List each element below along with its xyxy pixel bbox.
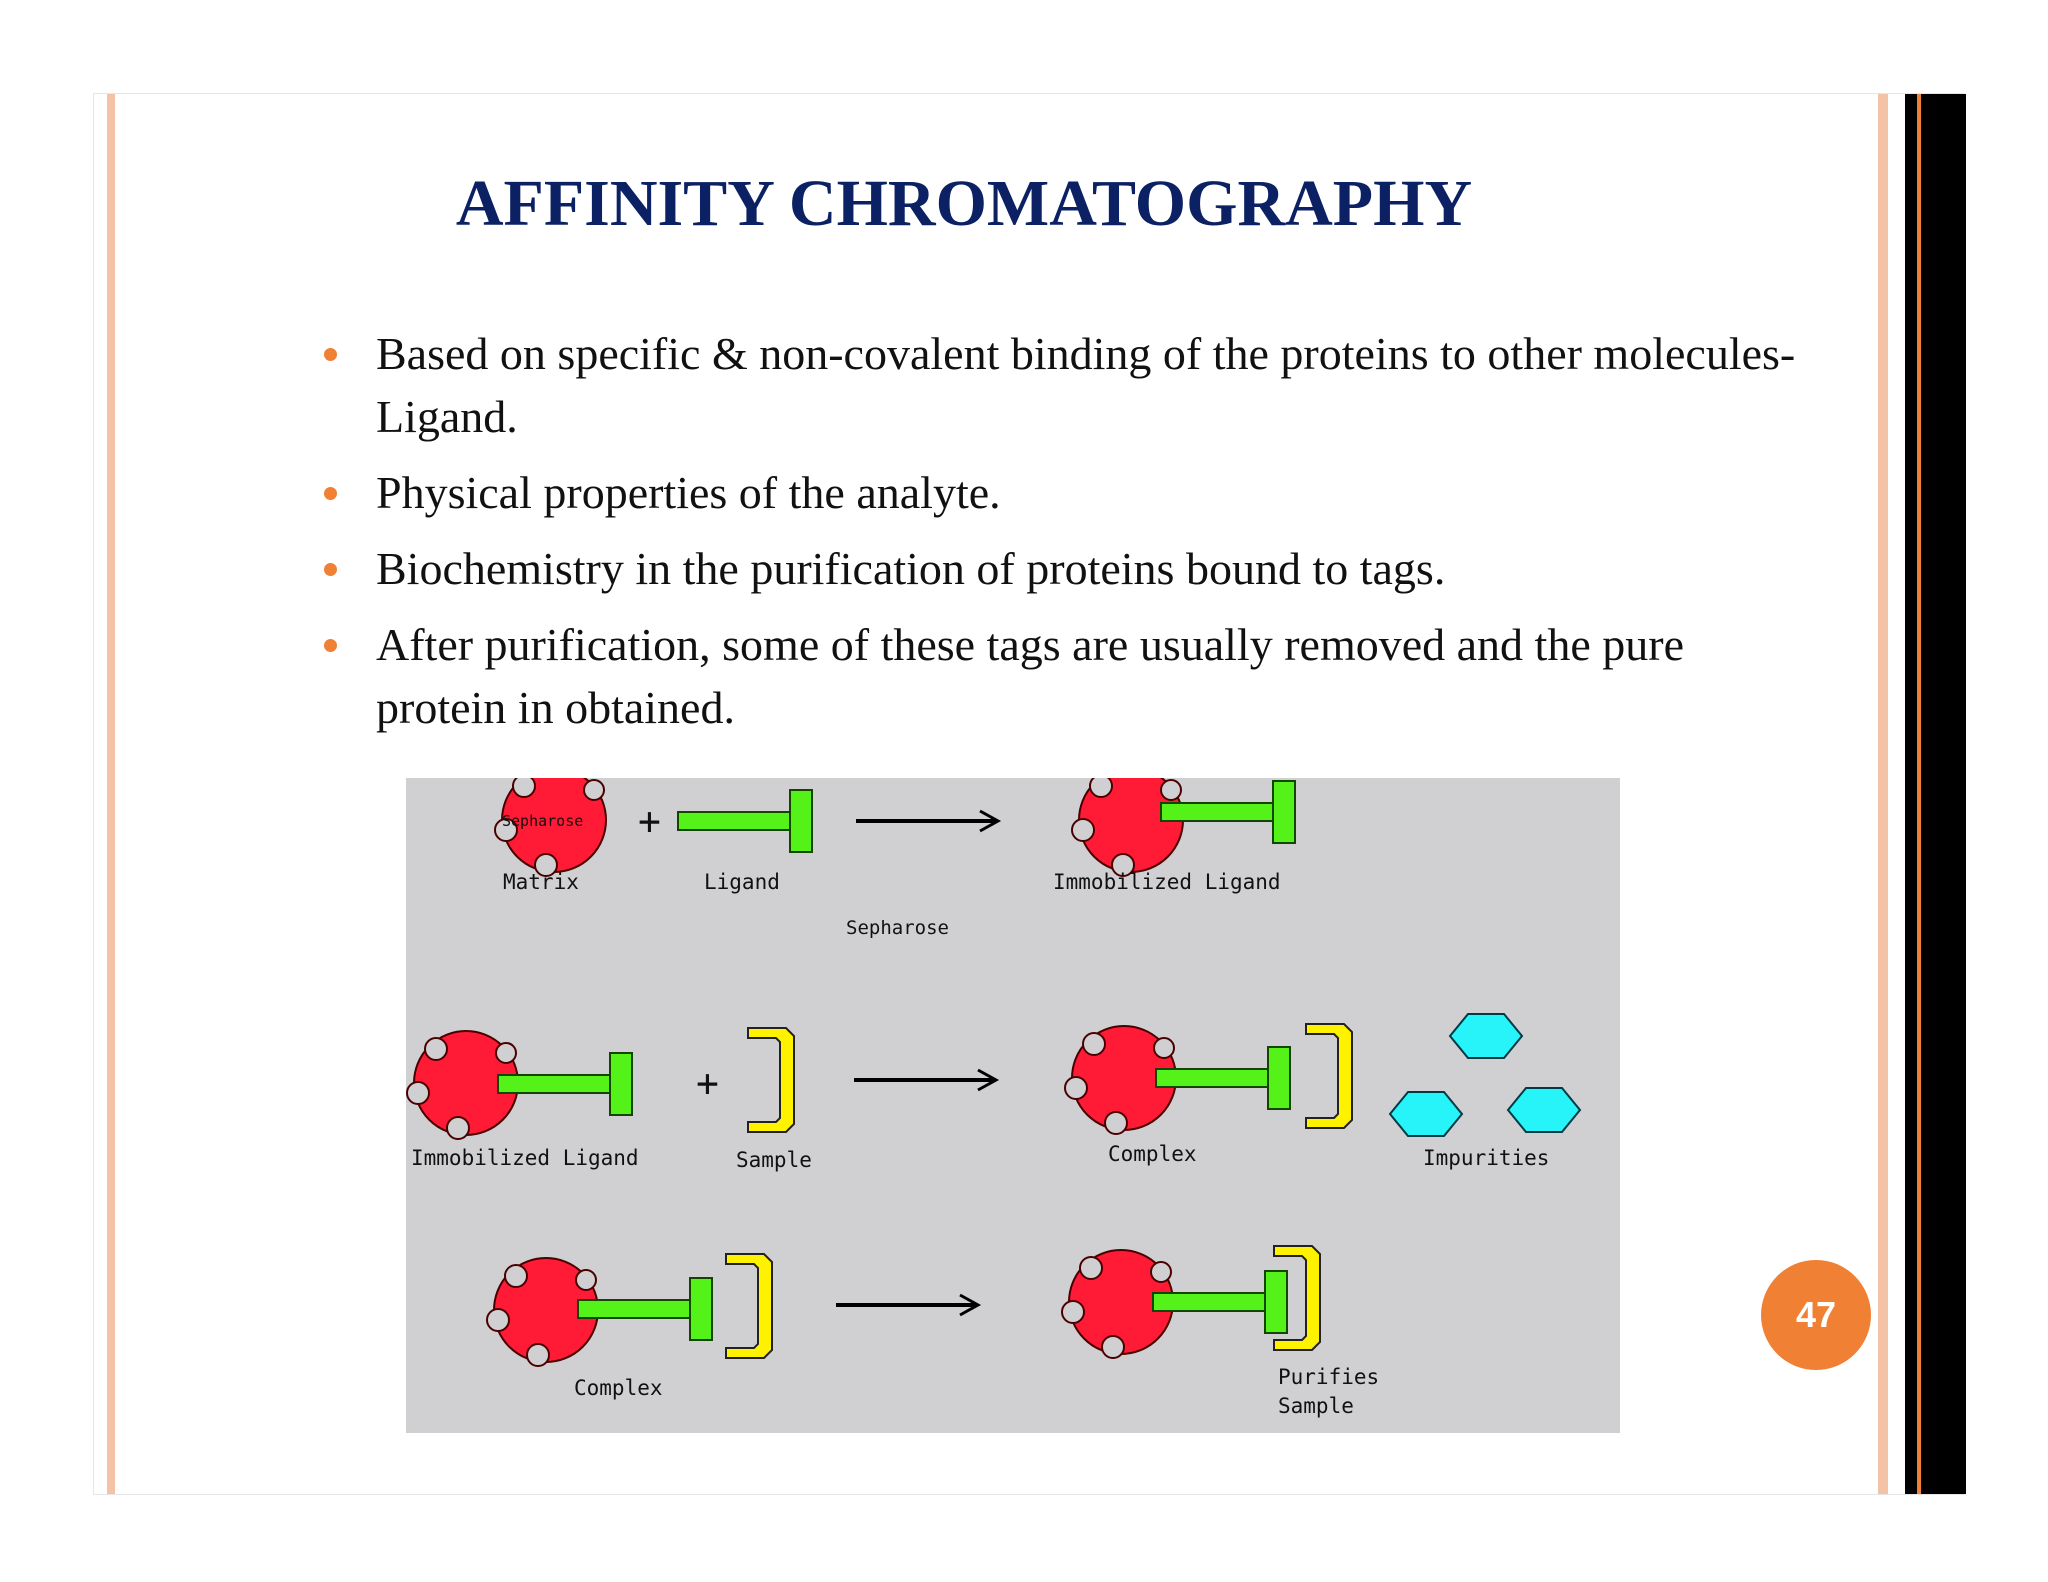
bullet-item: Physical properties of the analyte. xyxy=(324,461,1824,524)
bullet-dot-icon xyxy=(324,639,337,652)
bullet-dot-icon xyxy=(324,487,337,500)
right-dark-band xyxy=(1905,94,1966,1494)
slide-title: AFFINITY CHROMATOGRAPHY xyxy=(455,167,1473,240)
matrix-inner-text: Sepharose xyxy=(502,812,583,830)
bullet-list: Based on specific & non-covalent binding… xyxy=(324,322,1824,752)
arrow-icon xyxy=(852,1068,998,1092)
complex-label: Complex xyxy=(574,1376,663,1400)
purifies-label-line1: Purifies xyxy=(1278,1365,1379,1389)
plus-sign: + xyxy=(638,799,661,843)
purifies-label-line2: Sample xyxy=(1278,1394,1354,1418)
immobilized-ligand-icon xyxy=(406,1030,633,1140)
page-number-badge: 47 xyxy=(1761,1260,1871,1370)
impurity-hexagon-icon xyxy=(1507,1087,1581,1133)
immobilized-ligand-label: Immobilized Ligand xyxy=(1053,870,1281,894)
sample-bracket-icon xyxy=(747,1027,795,1133)
bullet-item: After purification, some of these tags a… xyxy=(324,613,1824,739)
bullet-text: Physical properties of the analyte. xyxy=(376,467,1001,518)
bullet-text: Biochemistry in the purification of prot… xyxy=(376,543,1446,594)
slide: AFFINITY CHROMATOGRAPHY Based on specifi… xyxy=(93,93,1966,1495)
right-decorative-rule xyxy=(1878,94,1888,1494)
affinity-diagram-svg: Sepharose + Matrix Ligand Immobilized Li… xyxy=(406,778,1581,1418)
ligand-label: Ligand xyxy=(704,870,780,894)
arrow-icon xyxy=(834,1293,980,1317)
impurity-hexagon-icon xyxy=(1449,1013,1523,1059)
bullet-dot-icon xyxy=(324,348,337,361)
complex-label: Complex xyxy=(1108,1142,1197,1166)
matrix-label: Matrix xyxy=(503,870,579,894)
band-accent-line xyxy=(1917,94,1921,1494)
bullet-dot-icon xyxy=(324,563,337,576)
ligand-icon xyxy=(677,789,813,853)
immobilized-ligand-icon xyxy=(1071,778,1296,877)
bullet-text: Based on specific & non-covalent binding… xyxy=(376,328,1796,442)
affinity-diagram: Sepharose + Matrix Ligand Immobilized Li… xyxy=(406,778,1620,1433)
ligand-bound-bead-icon xyxy=(1061,1249,1288,1359)
immobilized-ligand-label: Immobilized Ligand xyxy=(411,1146,639,1170)
bullet-item: Based on specific & non-covalent binding… xyxy=(324,322,1824,448)
sample-label: Sample xyxy=(736,1148,812,1172)
bullet-item: Biochemistry in the purification of prot… xyxy=(324,537,1824,600)
complex-icon xyxy=(486,1253,773,1367)
impurities-label: Impurities xyxy=(1423,1146,1549,1170)
plus-sign: + xyxy=(696,1061,719,1105)
complex-icon xyxy=(1064,1023,1353,1135)
bullet-text: After purification, some of these tags a… xyxy=(376,619,1684,733)
sepharose-label: Sepharose xyxy=(846,917,949,939)
impurity-hexagon-icon xyxy=(1389,1091,1463,1137)
left-decorative-rule xyxy=(107,94,115,1494)
arrow-icon xyxy=(854,809,1000,833)
